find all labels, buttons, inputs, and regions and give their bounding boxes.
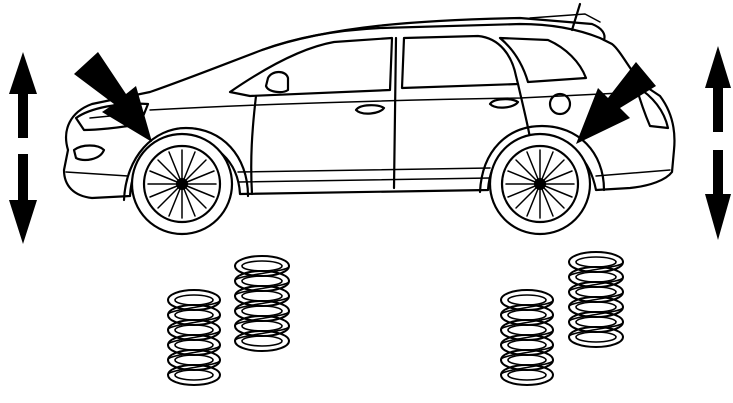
left-up-down-arrow-icon: [9, 52, 37, 244]
coil-spring-icon-front-left: [168, 290, 220, 385]
front-wheel-icon: [132, 134, 232, 234]
coil-springs-group: [168, 252, 623, 385]
suv-side-view-icon: [64, 4, 674, 234]
coil-spring-icon-rear-right: [569, 252, 623, 347]
coil-spring-icon-rear-left: [501, 290, 553, 385]
right-up-down-arrow-icon: [705, 46, 731, 240]
rear-wheel-icon: [490, 134, 590, 234]
coil-spring-icon-front-right: [235, 256, 289, 351]
